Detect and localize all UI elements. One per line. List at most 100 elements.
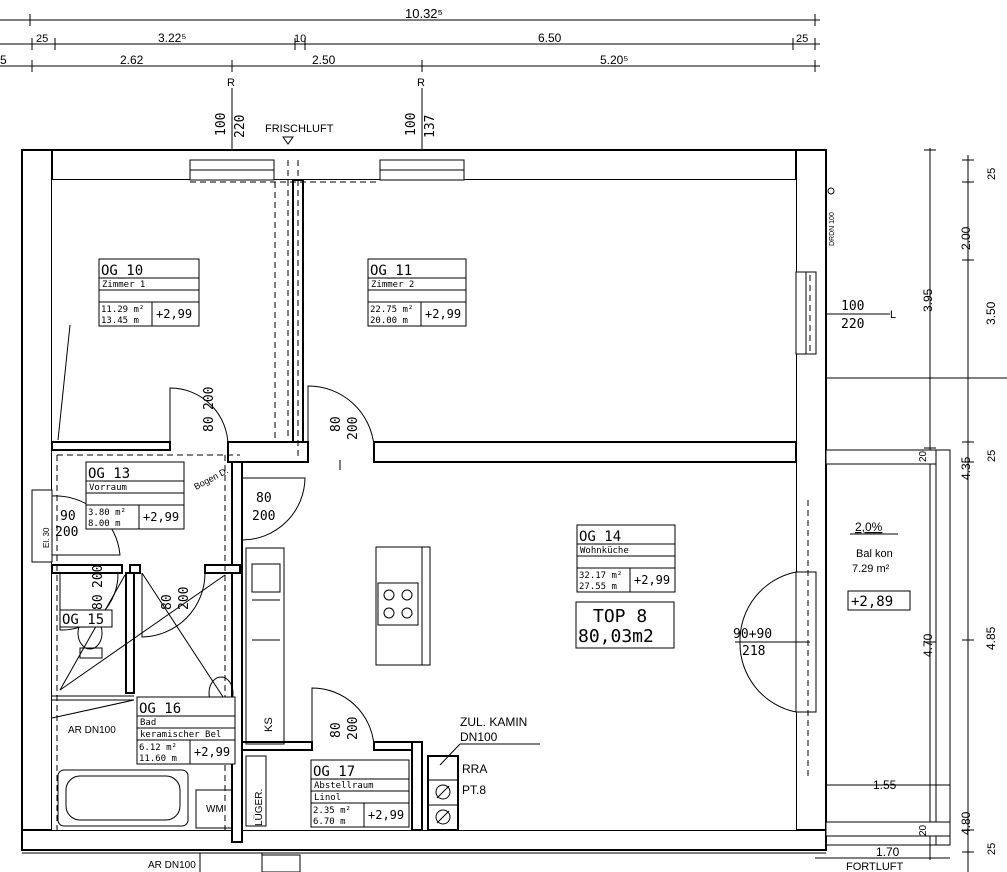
door2-w: 80	[329, 416, 344, 432]
balcony-width: 1.55	[873, 778, 897, 792]
door7-w: 80	[329, 722, 344, 738]
ar-dn100-label-1: AR DN100	[68, 725, 116, 736]
room-perimeter: 13.45 m	[101, 316, 139, 326]
room-name: Bad	[140, 718, 156, 728]
wm-label: WM	[206, 804, 224, 815]
dim-row2-2: 3.22⁵	[158, 31, 186, 45]
room-stamp-og10: OG_10 Zimmer 1 11.29 m² 13.45 m +2,99	[98, 258, 200, 327]
window1-sill: 100	[214, 113, 229, 136]
room-name: Zimmer 1	[102, 280, 145, 290]
room-stamp-og13: OG_13 Vorraum 3.80 m² 8.00 m +2,99	[85, 461, 185, 530]
rdim-outer-1: 25	[986, 168, 998, 180]
room-id: OG_16	[139, 701, 181, 717]
balcony-parapet-1: 20	[918, 450, 929, 462]
door4-h: 200	[55, 525, 78, 540]
balcony-slope: 2,0%	[855, 520, 883, 534]
window-right-sill: 100	[841, 299, 864, 314]
room-perimeter: 20.00 m	[370, 316, 408, 326]
room-id: OG_15	[62, 612, 104, 628]
ar-dn100-label-2: AR DN100	[148, 860, 196, 871]
rdim-outer-5: 4.35	[959, 456, 973, 480]
unit-area: 80,03m2	[578, 626, 654, 647]
bottom-strip: AR DN100	[22, 852, 826, 872]
balcony-name: Bal kon	[856, 548, 893, 560]
door1-w: 80	[202, 416, 217, 432]
window-right-mark: L	[890, 309, 896, 321]
room-stamp-og15: OG_15	[59, 609, 113, 628]
dim-row3-3: 2.50	[312, 53, 336, 67]
room-id: OG_13	[88, 466, 130, 482]
room-id: OG_10	[101, 263, 143, 279]
window2-height: 137	[423, 115, 438, 138]
room-height: +2,99	[634, 573, 670, 587]
ks-label: KS	[263, 717, 275, 732]
room-height: +2,99	[368, 808, 404, 822]
rdim-inner-2: 4.70	[921, 633, 935, 657]
el-label: El. 30	[42, 527, 51, 548]
room-id: OG_11	[370, 263, 412, 279]
room-name: Abstellraum	[314, 781, 374, 791]
dim-total: 10.32⁵	[405, 6, 443, 21]
dim-row3-1: 5	[0, 53, 7, 67]
unit-title: TOP 8	[593, 606, 647, 627]
room-perimeter: 27.55 m	[579, 582, 617, 592]
room-finish: Linol	[314, 793, 341, 803]
room-height: +2,99	[194, 745, 230, 759]
door5-h: 200	[91, 565, 106, 588]
door3-w: 80	[256, 491, 272, 506]
room-height: +2,99	[156, 307, 192, 321]
door2-h: 200	[346, 417, 361, 440]
dim-row3-2: 2.62	[120, 53, 144, 67]
room-id: OG_17	[313, 764, 355, 780]
frischluft-label: FRISCHLUFT	[265, 123, 334, 135]
furniture: KS AR DN100 WM LÜGER. Bogen D. El. 30 ZU…	[42, 465, 540, 829]
top-dimensions: 10.32⁵ 25 3.22⁵ 10 6.50 25 5 2.62 2.50 5…	[0, 6, 820, 165]
unit-stamp: TOP 8 80,03m2	[575, 601, 675, 649]
rdim-outer-6: 4.85	[984, 626, 998, 650]
room-stamp-og16: OG_16 Bad keramischer Bel 6.12 m² 11.60 …	[136, 696, 236, 765]
bathtub-icon	[57, 769, 189, 827]
door1-h: 200	[202, 387, 217, 410]
kamin-label-2: DN100	[460, 730, 498, 744]
balcony: 20 20 2,0% Bal kon 7.29 m² +2,89 1.55 1.…	[815, 449, 951, 872]
dim-row2-5: 25	[796, 33, 808, 45]
room-stamp-og11: OG_11 Zimmer 2 22.75 m² 20.00 m +2,99	[367, 258, 467, 327]
room-name: Zimmer 2	[371, 280, 414, 290]
room-perimeter: 11.60 m	[139, 754, 177, 764]
window2-sill: 100	[404, 113, 419, 136]
door3-h: 200	[252, 509, 275, 524]
room-perimeter: 8.00 m	[88, 519, 121, 529]
doors: 80 200 80 200 80 200 90 200 80 200 80 20…	[51, 385, 810, 747]
kamin-label-1: ZUL. KAMIN	[460, 715, 527, 729]
rdim-outer-2: 2.00	[959, 226, 973, 250]
door6-h: 200	[177, 587, 192, 610]
rdim-inner-1: 3.95	[921, 288, 935, 312]
rdim-outer-3: 3.50	[984, 301, 998, 325]
dashed-lines	[56, 160, 811, 830]
window-right-height: 220	[841, 317, 864, 332]
door7-h: 200	[346, 717, 361, 740]
dim-row3-4: 5.20⁵	[600, 53, 628, 67]
room-perimeter: 6.70 m	[313, 817, 346, 827]
balcony-parapet-2: 20	[918, 824, 929, 836]
room-area: 11.29 m²	[101, 305, 144, 315]
window1-height: 220	[233, 115, 248, 138]
room-area: 3.80 m²	[88, 508, 126, 518]
room-name: Vorraum	[89, 483, 127, 493]
room-height: +2,99	[425, 307, 461, 321]
balcony-height: +2,89	[851, 594, 893, 610]
window2-mark: R	[417, 77, 425, 89]
dim-row2-1: 25	[36, 33, 48, 45]
door6-w: 80	[160, 594, 175, 610]
room-area: 32.17 m²	[579, 571, 622, 581]
room-height: +2,99	[143, 510, 179, 524]
rdim-outer-4: 25	[986, 450, 998, 462]
dim-row2-4: 6.50	[538, 31, 562, 45]
fortluft-label: FORTLUFT	[846, 861, 904, 872]
room-area: 6.12 m²	[139, 743, 177, 753]
room-finish: keramischer Bel	[140, 730, 221, 740]
right-dimensions: 25 2.00 3.50 25 4.35 4.85 25 3.95 4.70 4…	[808, 148, 1007, 872]
room-stamp-og17: OG_17 Abstellraum Linol 2.35 m² 6.70 m +…	[310, 759, 410, 828]
room-area: 22.75 m²	[370, 305, 413, 315]
lueger-label: LÜGER.	[253, 789, 265, 826]
